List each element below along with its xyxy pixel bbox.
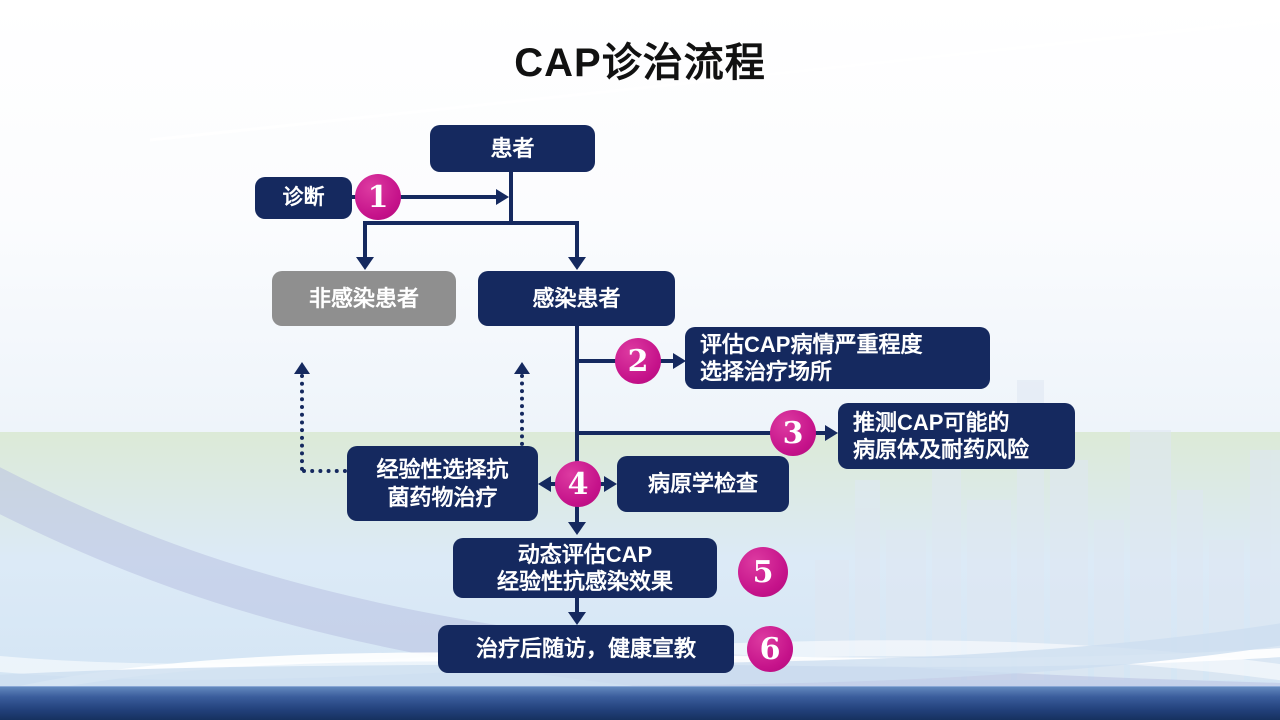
- node-presume-pathogen: 推测CAP可能的 病原体及耐药风险: [838, 403, 1075, 469]
- step-3-label: 3: [782, 415, 804, 451]
- connector-to-presume: [577, 431, 827, 435]
- bg-building: [1050, 460, 1089, 680]
- arrowhead-down-infected: [568, 257, 586, 270]
- node-infected-label: 感染患者: [532, 285, 621, 311]
- node-dynamic-line2: 经验性抗感染效果: [496, 569, 673, 594]
- dotted-feedback-left-horizontal: [302, 469, 347, 473]
- node-followup: 治疗后随访，健康宣教: [438, 625, 734, 673]
- arrowhead-left-empiric: [538, 476, 551, 492]
- node-assess-line2: 选择治疗场所: [700, 359, 833, 384]
- arrowhead-up-feedback-left: [294, 362, 310, 374]
- connector-to-infected: [575, 221, 579, 258]
- node-followup-label: 治疗后随访，健康宣教: [475, 636, 696, 662]
- node-patient-label: 患者: [490, 135, 535, 161]
- arrowhead-down-dynamic: [568, 522, 586, 535]
- step-badge-6: 6: [747, 626, 793, 672]
- connector-patient-down: [509, 171, 513, 224]
- node-pathogen-test-label: 病原学检查: [647, 471, 758, 497]
- node-presume-line2: 病原体及耐药风险: [853, 437, 1030, 462]
- connector-to-non-infected: [363, 221, 367, 258]
- node-assess-line1: 评估CAP病情严重程度: [700, 331, 923, 357]
- node-dynamic-assess: 动态评估CAP 经验性抗感染效果: [453, 538, 717, 598]
- node-dynamic-line1: 动态评估CAP: [517, 541, 653, 567]
- node-pathogen-test: 病原学检查: [617, 456, 789, 512]
- node-presume-line1: 推测CAP可能的: [853, 409, 1010, 435]
- node-assess-severity: 评估CAP病情严重程度 选择治疗场所: [685, 327, 990, 389]
- connector-main-trunk: [575, 326, 579, 523]
- dotted-feedback-left: [300, 374, 304, 471]
- step-badge-2: 2: [615, 338, 661, 384]
- node-infected: 感染患者: [478, 271, 675, 326]
- arrowhead-up-feedback-right: [514, 362, 530, 374]
- node-empiric-line1: 经验性选择抗: [376, 457, 509, 482]
- arrowhead-right-pathogen-test: [604, 476, 617, 492]
- connector-diagnosis-to-trunk: [352, 195, 498, 199]
- arrowhead-down-followup: [568, 612, 586, 625]
- node-diagnosis: 诊断: [255, 177, 352, 219]
- step-5-label: 5: [752, 554, 774, 590]
- step-badge-5: 5: [738, 547, 788, 597]
- arrowhead-right-presume: [825, 425, 838, 441]
- dotted-feedback-right: [520, 374, 524, 446]
- node-non-infected: 非感染患者: [272, 271, 456, 326]
- node-empiric-treatment: 经验性选择抗 菌药物治疗: [347, 446, 538, 521]
- node-diagnosis-label: 诊断: [282, 185, 325, 209]
- step-badge-4: 4: [555, 461, 601, 507]
- footer-band: [0, 686, 1280, 720]
- arrowhead-right-assess: [673, 353, 686, 369]
- node-empiric-line2: 菌药物治疗: [387, 484, 498, 510]
- arrowhead-down-non-infected: [356, 257, 374, 270]
- bg-building: [1129, 430, 1172, 680]
- step-4-label: 4: [567, 466, 589, 502]
- step-2-label: 2: [627, 343, 649, 379]
- arrowhead-right-diagnosis: [496, 189, 509, 205]
- slide-title: CAP诊治流程: [514, 41, 766, 85]
- connector-dynamic-to-followup: [575, 597, 579, 614]
- node-patient: 患者: [430, 125, 595, 172]
- connector-branch-top: [363, 221, 579, 225]
- step-badge-3: 3: [770, 410, 816, 456]
- step-badge-1: 1: [355, 174, 401, 220]
- step-6-label: 6: [759, 631, 781, 667]
- node-non-infected-label: 非感染患者: [308, 285, 419, 311]
- step-1-label: 1: [367, 179, 389, 215]
